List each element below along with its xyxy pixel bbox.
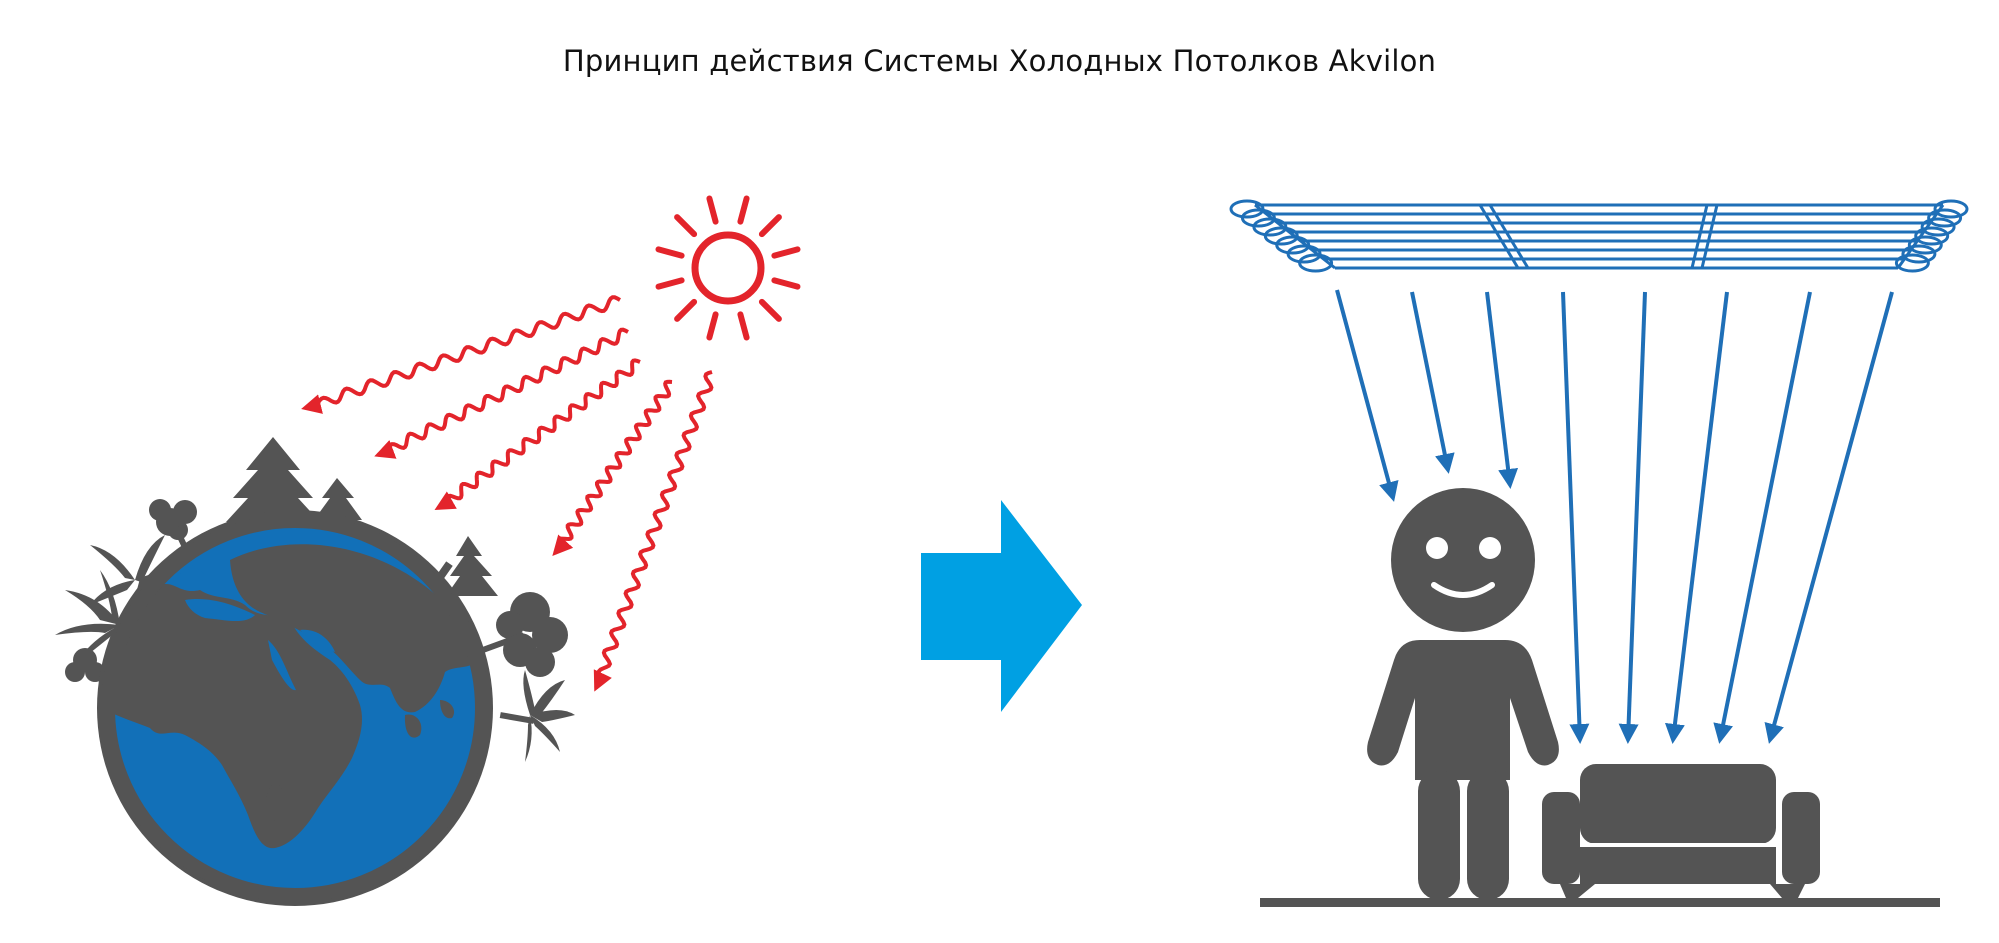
- sun-icon: [655, 195, 801, 341]
- cooling-ray: [1664, 291, 1729, 744]
- cooling-ray: [1410, 291, 1455, 474]
- cooling-ray: [1764, 291, 1894, 744]
- panel-loop: [1933, 199, 1969, 219]
- sun-ray: [674, 214, 698, 238]
- heat-ray: [593, 370, 714, 692]
- sun-ray: [655, 246, 685, 259]
- heat-ray: [374, 327, 629, 459]
- cooling-ray: [1335, 289, 1399, 502]
- panel-loop: [1894, 253, 1930, 273]
- eye-left-icon: [1426, 537, 1448, 559]
- sun-ray: [771, 277, 801, 290]
- panel-loop: [1927, 208, 1963, 228]
- heat-ray: [301, 295, 621, 414]
- sun-ray: [706, 311, 719, 341]
- floor-line: [1260, 898, 1940, 907]
- sun-ray: [758, 298, 782, 322]
- sun-ray: [737, 311, 750, 341]
- heat-rays: [301, 295, 714, 692]
- cooling-ray: [1713, 291, 1812, 744]
- sun-ray: [758, 214, 782, 238]
- person-icon: [1367, 488, 1559, 900]
- panel-loop: [1914, 226, 1950, 246]
- earth-globe-icon: [55, 437, 575, 906]
- sun-ray: [706, 195, 719, 225]
- eye-right-icon: [1479, 537, 1501, 559]
- sun-ray: [655, 277, 685, 290]
- cooling-ray: [1561, 291, 1590, 744]
- panel-loop: [1901, 244, 1937, 264]
- right-arrow-icon: [921, 500, 1082, 712]
- cooling-ray: [1618, 291, 1647, 744]
- sofa-icon: [1542, 764, 1820, 898]
- panel-loop: [1920, 217, 1956, 237]
- sun-ray: [737, 195, 750, 225]
- panel-loop: [1907, 235, 1943, 255]
- heat-ray: [434, 358, 641, 510]
- heat-ray: [552, 379, 673, 556]
- cooling-rays: [1335, 289, 1894, 744]
- sun-ray: [771, 246, 801, 259]
- panel-loop: [1298, 253, 1334, 273]
- smile-icon: [1431, 582, 1495, 598]
- page-title: Принцип действия Системы Холодных Потолк…: [562, 44, 1437, 78]
- sun-ray: [674, 298, 698, 322]
- cooling-ceiling-panel-icon: [1229, 199, 1969, 273]
- cooling-ray: [1485, 291, 1519, 489]
